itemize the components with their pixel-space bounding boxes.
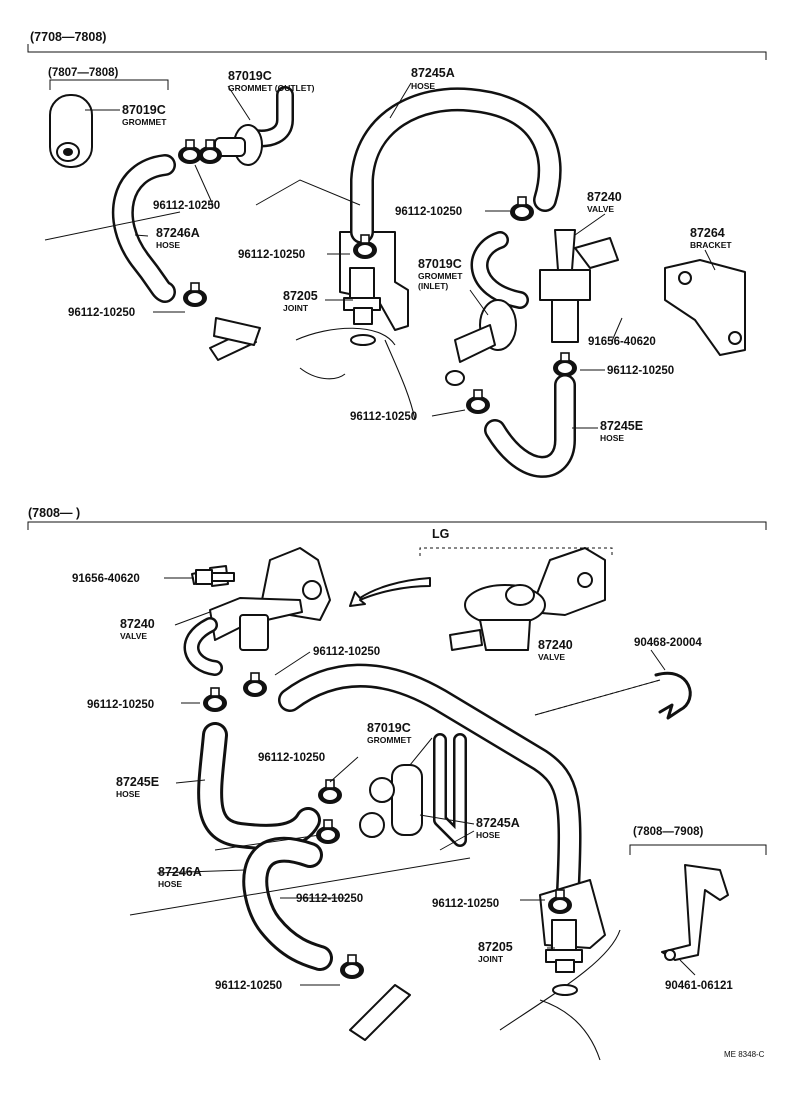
label-hose: HOSE (600, 433, 624, 443)
joint-87205-bottom (545, 919, 583, 996)
label-87245e: 87245E (600, 419, 643, 433)
bracket-90461 (661, 864, 729, 961)
label-87019c: 87019C (367, 721, 411, 735)
label-87246a: 87246A (156, 226, 200, 240)
label-clamp: 96112-10250 (153, 200, 220, 212)
bolt-icon (195, 569, 235, 585)
label-clamp: 96112-10250 (238, 249, 305, 261)
clamp-icon (182, 282, 208, 308)
label-grommet: GROMMET (418, 271, 463, 281)
label-grommet-outlet: GROMMET (OUTLET) (228, 83, 315, 93)
label-bracket: BRACKET (690, 240, 732, 250)
label-joint: JOINT (283, 303, 309, 313)
joint-87205-top (343, 267, 381, 346)
label-87019c: 87019C (418, 257, 462, 271)
label-valve: VALVE (538, 652, 565, 662)
label-87240: 87240 (120, 617, 155, 631)
label-hose: HOSE (156, 240, 180, 250)
bracket-87264 (664, 259, 746, 356)
valve-87240-bottom-left (183, 547, 331, 676)
bottom-sub-range-bracket (629, 844, 767, 855)
label-87264: 87264 (690, 226, 725, 240)
clamp-icon (552, 352, 578, 378)
reference-code: ME 8348-C (724, 1050, 765, 1059)
label-valve: VALVE (587, 204, 614, 214)
hose-87246a-bottom (242, 836, 333, 971)
label-hose: HOSE (476, 830, 500, 840)
hose-87245a-bottom (278, 663, 582, 902)
label-87245a: 87245A (411, 66, 455, 80)
valve-87240-top (539, 229, 619, 343)
pipe-stub (349, 984, 411, 1041)
label-bolt: 91656-40620 (588, 336, 656, 348)
label-90461: 90461-06121 (665, 980, 733, 992)
label-hose: HOSE (158, 879, 182, 889)
direction-arrow (349, 577, 431, 607)
clip-90468 (654, 671, 692, 720)
tank-outline (295, 327, 416, 421)
label-87240: 87240 (538, 638, 573, 652)
top-section: (7708—7808) (7807—7808) (27, 30, 767, 478)
label-clamp: 96112-10250 (350, 411, 417, 423)
clamp-icon (177, 139, 203, 165)
pipe-stub (213, 317, 261, 346)
tank-outline (499, 929, 621, 1061)
top-sub-range-label: (7807—7808) (48, 67, 118, 79)
hose-87245e-bottom (197, 722, 321, 850)
grommet-87019c-bottom (359, 733, 467, 847)
top-sub-range-bracket (49, 79, 169, 90)
lg-label: LG (432, 527, 449, 541)
lg-bracket (419, 547, 613, 556)
label-87019c: 87019C (228, 69, 272, 83)
clamp-icon (509, 196, 535, 222)
label-87019c: 87019C (122, 103, 166, 117)
label-grommet: GROMMET (367, 735, 412, 745)
bottom-sub-range-label: (7808—7908) (633, 826, 703, 838)
clamp-icon (465, 389, 491, 415)
clamp-icon (242, 672, 268, 698)
label-87205: 87205 (478, 940, 513, 954)
bottom-section: (7808— ) LG (27, 506, 767, 1061)
label-clamp: 96112-10250 (68, 307, 135, 319)
label-clamp: 96112-10250 (607, 365, 674, 377)
grommet-87019c-top-left (49, 94, 93, 168)
hose-87245a (350, 87, 562, 244)
grommet-87019c-outlet (214, 86, 294, 166)
hose-87245e-top (484, 374, 576, 478)
label-inlet: (INLET) (418, 281, 448, 291)
bottom-range-label: (7808— ) (28, 506, 80, 520)
label-bolt: 91656-40620 (72, 573, 140, 585)
label-joint: JOINT (478, 954, 504, 964)
top-range-label: (7708—7808) (30, 30, 106, 44)
label-87205: 87205 (283, 289, 318, 303)
label-90468: 90468-20004 (634, 637, 702, 649)
label-hose: HOSE (116, 789, 140, 799)
hose-87246a (111, 154, 176, 303)
clamp-icon (339, 954, 365, 980)
valve-87240-lg (449, 547, 606, 651)
label-clamp: 96112-10250 (215, 980, 282, 992)
label-clamp: 96112-10250 (432, 898, 499, 910)
grommet-87019c-inlet (445, 231, 529, 386)
bottom-section-bracket (27, 521, 767, 530)
clamp-icon (317, 779, 343, 805)
label-clamp: 96112-10250 (258, 752, 325, 764)
label-87245a: 87245A (476, 816, 520, 830)
label-clamp: 96112-10250 (87, 699, 154, 711)
label-clamp: 96112-10250 (313, 646, 380, 658)
clamp-icon (202, 687, 228, 713)
label-grommet: GROMMET (122, 117, 167, 127)
label-87245e: 87245E (116, 775, 159, 789)
top-section-bracket (27, 44, 767, 60)
label-valve: VALVE (120, 631, 147, 641)
label-hose: HOSE (411, 81, 435, 91)
label-clamp: 96112-10250 (296, 893, 363, 905)
label-clamp: 96112-10250 (395, 206, 462, 218)
label-87240: 87240 (587, 190, 622, 204)
